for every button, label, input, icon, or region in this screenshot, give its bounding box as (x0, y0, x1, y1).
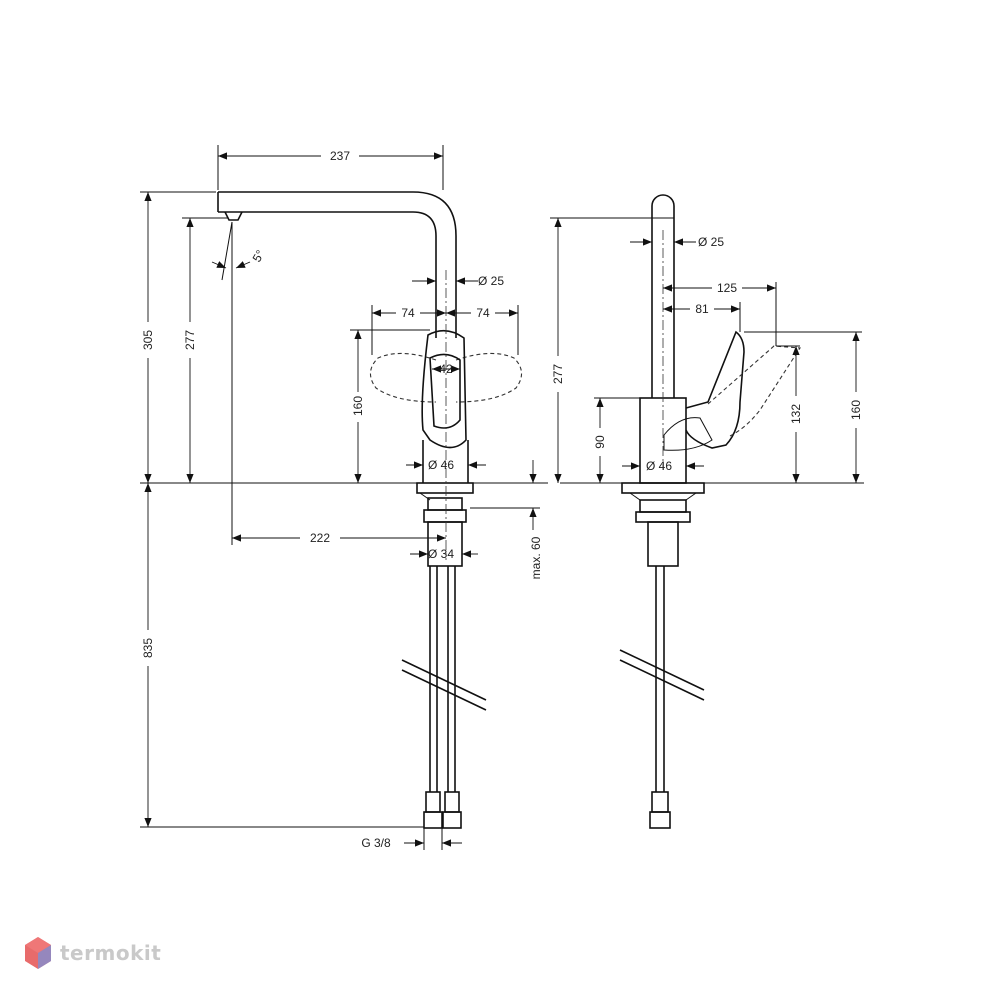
hose-fitting-left (425, 791, 441, 813)
lever-inner (663, 417, 713, 451)
front-base-slope (629, 492, 697, 501)
label-74-right: 74 (476, 306, 490, 320)
lever-outline (685, 330, 745, 449)
hose-connector-right (442, 811, 462, 829)
label-277: 277 (183, 330, 197, 350)
shank (427, 521, 463, 567)
brand-watermark: termokit (24, 936, 161, 970)
hose-connector-left (423, 811, 443, 829)
front-label-81: 81 (695, 302, 709, 316)
front-break-marks (619, 649, 705, 701)
label-237: 237 (330, 149, 350, 163)
front-view: 277 90 125 81 132 160 Ø 25 Ø 46 (550, 194, 864, 829)
label-hole-dia: Ø 34 (428, 547, 454, 561)
threaded-nut (423, 509, 467, 523)
front-hose (655, 566, 665, 792)
label-handle-160: 160 (351, 396, 365, 416)
front-label-160: 160 (849, 400, 863, 420)
spout-top (651, 194, 675, 218)
label-base-dia: Ø 46 (428, 458, 454, 472)
mounting-nut (427, 497, 463, 511)
spout-outline (217, 191, 457, 338)
label-thread: G 3/8 (361, 836, 391, 850)
base-plate (416, 482, 474, 494)
label-max60: max. 60 (529, 536, 543, 579)
lever-front (429, 353, 461, 429)
body-outline (421, 329, 467, 449)
dim-5deg-a (211, 261, 227, 269)
brand-name: termokit (60, 941, 162, 965)
label-835: 835 (141, 638, 155, 658)
label-222: 222 (310, 531, 330, 545)
front-label-125: 125 (717, 281, 737, 295)
break-marks (401, 659, 487, 711)
hose-right (447, 566, 456, 792)
front-thread (635, 511, 691, 523)
label-5deg: 5° (250, 247, 268, 264)
front-base-plate (621, 482, 705, 494)
aerator (224, 211, 243, 221)
front-label-base-dia: Ø 46 (646, 459, 672, 473)
front-shank (647, 521, 679, 567)
hose-left (429, 566, 438, 792)
side-view: 237 305 277 835 160 74 74 42 222 Ø 25 Ø … (140, 145, 548, 850)
label-74-left: 74 (401, 306, 415, 320)
dim-5deg-b (235, 261, 251, 269)
label-305: 305 (141, 330, 155, 350)
label-spout-dia: Ø 25 (478, 274, 504, 288)
front-label-277: 277 (551, 364, 565, 384)
angle-ray (221, 221, 233, 281)
front-label-90: 90 (593, 435, 607, 449)
hose-fitting-right (444, 791, 460, 813)
front-hose-connector (649, 811, 671, 829)
front-label-132: 132 (789, 404, 803, 424)
front-nut (639, 499, 687, 513)
lever-open-ghost (707, 345, 801, 437)
lever-sweep-right (455, 352, 523, 403)
lever-sweep-left (369, 352, 437, 403)
label-42: 42 (439, 362, 453, 376)
front-label-spout-dia: Ø 25 (698, 235, 724, 249)
front-hose-fitting (651, 791, 669, 813)
brand-logo-icon (25, 937, 51, 969)
